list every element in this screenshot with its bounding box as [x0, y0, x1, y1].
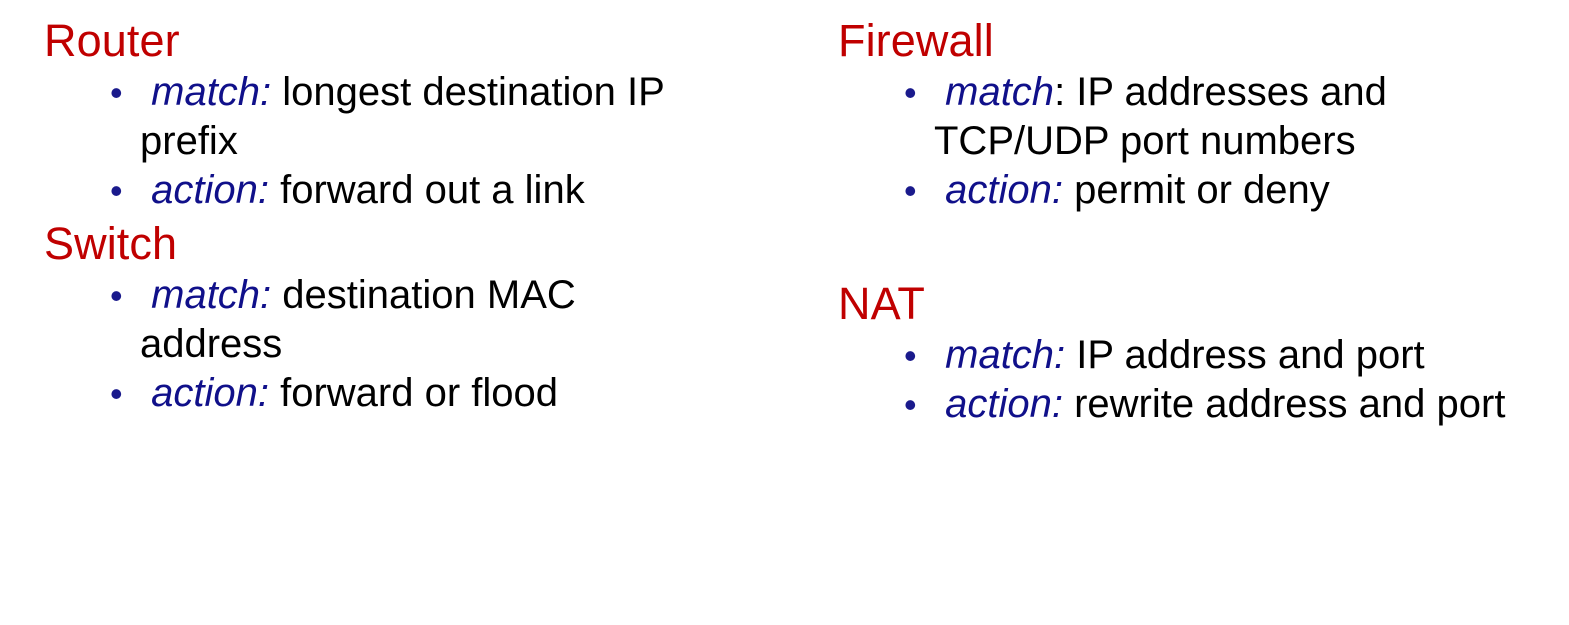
bullet-label: action:: [151, 371, 269, 415]
bullet-text: destination MAC address: [140, 273, 576, 366]
content-column-right: Firewall match: IP addresses and TCP/UDP…: [838, 0, 1569, 429]
content-column-left: Router match: longest destination IP pre…: [44, 0, 804, 418]
bullet-label: action:: [945, 382, 1063, 426]
bullet-item: match: IP address and port: [838, 331, 1569, 380]
bullet-label: action:: [151, 168, 269, 212]
bullet-text: permit or deny: [1062, 168, 1330, 212]
bullet-item: action: forward or flood: [44, 369, 700, 418]
bullet-item: match: longest destination IP prefix: [44, 68, 700, 166]
section-title-firewall: Firewall: [838, 15, 994, 66]
bullet-label: match:: [151, 70, 272, 114]
section-router: Router match: longest destination IP pre…: [44, 14, 804, 215]
bullet-text: forward out a link: [268, 168, 585, 212]
bullet-item: action: rewrite address and port: [838, 380, 1569, 429]
section-title-router: Router: [44, 15, 180, 66]
bullet-label: match: [945, 70, 1055, 114]
bullet-item: action: permit or deny: [838, 166, 1569, 215]
bullet-item: action: forward out a link: [44, 166, 700, 215]
bullet-list-router: match: longest destination IP prefix act…: [44, 68, 804, 215]
section-title-switch: Switch: [44, 218, 178, 269]
bullet-item: match: IP addresses and TCP/UDP port num…: [838, 68, 1569, 166]
bullet-text: forward or flood: [268, 371, 559, 415]
bullet-text: rewrite address and port: [1062, 382, 1506, 426]
bullet-text: IP address and port: [1065, 333, 1425, 377]
bullet-list-nat: match: IP address and port action: rewri…: [838, 331, 1569, 429]
section-switch: Switch match: destination MAC address ac…: [44, 217, 804, 418]
bullet-list-firewall: match: IP addresses and TCP/UDP port num…: [838, 68, 1569, 215]
bullet-text: longest destination IP prefix: [140, 70, 665, 163]
bullet-item: match: destination MAC address: [44, 271, 700, 369]
bullet-label: match:: [945, 333, 1066, 377]
bullet-label: action:: [945, 168, 1063, 212]
section-title-nat: NAT: [838, 278, 925, 329]
section-nat: NAT match: IP address and port action: r…: [838, 277, 1569, 429]
bullet-label-colon: :: [1054, 70, 1066, 114]
bullet-list-switch: match: destination MAC address action: f…: [44, 271, 804, 418]
section-firewall: Firewall match: IP addresses and TCP/UDP…: [838, 14, 1569, 215]
bullet-label: match:: [151, 273, 272, 317]
bullet-text: IP addresses and TCP/UDP port numbers: [934, 70, 1387, 163]
